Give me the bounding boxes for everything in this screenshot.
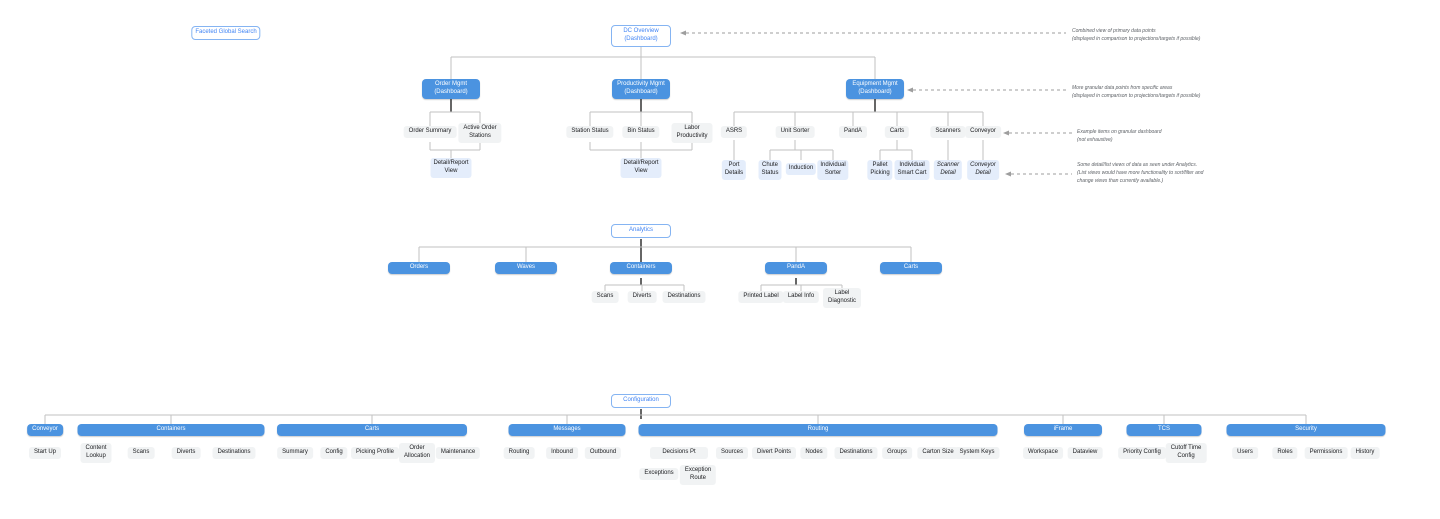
node-exception-route[interactable]: Exception Route (679, 465, 717, 485)
node-divert-points[interactable]: Divert Points (751, 447, 797, 459)
node-config-scans[interactable]: Scans (127, 447, 155, 459)
node-productivity-mgmt-dashboard[interactable]: Productivity Mgmt (Dashboard) (612, 79, 670, 99)
node-config-destinations[interactable]: Destinations (212, 447, 256, 459)
node-order-summary[interactable]: Order Summary (403, 126, 457, 138)
node-maintenance[interactable]: Maintenance (435, 447, 481, 459)
node-config-iframe[interactable]: iFrame (1024, 424, 1102, 436)
node-picking-profile[interactable]: Picking Profile (350, 447, 400, 459)
node-config-containers[interactable]: Containers (77, 424, 265, 436)
node-panda-equipment[interactable]: PandA (838, 126, 868, 138)
node-individual-sorter[interactable]: Individual Sorter (817, 160, 849, 180)
node-active-order-stations[interactable]: Active Order Stations (458, 123, 502, 143)
node-outbound[interactable]: Outbound (584, 447, 622, 459)
node-dc-overview-dashboard[interactable]: DC Overview (Dashboard) (611, 25, 671, 47)
node-permissions[interactable]: Permissions (1304, 447, 1348, 459)
node-labor-productivity[interactable]: Labor Productivity (671, 123, 713, 143)
node-history[interactable]: History (1350, 447, 1380, 459)
node-system-keys[interactable]: System Keys (954, 447, 1000, 459)
node-chute-status[interactable]: Chute Status (758, 160, 782, 180)
node-config-carts[interactable]: Carts (277, 424, 467, 436)
node-content-lookup[interactable]: Content Lookup (80, 443, 112, 463)
node-label-info[interactable]: Label Info (782, 291, 820, 303)
node-dataview[interactable]: Dataview (1067, 447, 1103, 459)
node-unit-sorter[interactable]: Unit Sorter (775, 126, 815, 138)
node-analytics[interactable]: Analytics (611, 224, 671, 238)
node-routing-destinations[interactable]: Destinations (834, 447, 878, 459)
annotation-combined-view: Combined view of primary data points (di… (1072, 28, 1201, 42)
node-users[interactable]: Users (1232, 447, 1258, 459)
node-messages-routing[interactable]: Routing (503, 447, 535, 459)
annotation-granular-points: More granular data points from specific … (1072, 85, 1201, 99)
node-groups[interactable]: Groups (882, 447, 912, 459)
node-config-diverts[interactable]: Diverts (171, 447, 201, 459)
node-exceptions[interactable]: Exceptions (639, 468, 679, 480)
node-workspace[interactable]: Workspace (1023, 447, 1063, 459)
node-inbound[interactable]: Inbound (546, 447, 578, 459)
node-asrs[interactable]: ASRS (720, 126, 748, 138)
node-priority-config[interactable]: Priority Config (1118, 447, 1166, 459)
node-carton-size[interactable]: Carton Size (917, 447, 959, 459)
node-pallet-picking[interactable]: Pallet Picking (867, 160, 893, 180)
node-sources[interactable]: Sources (715, 447, 749, 459)
node-config-routing[interactable]: Routing (638, 424, 998, 436)
node-config-security[interactable]: Security (1226, 424, 1386, 436)
node-cutoff-time-config[interactable]: Cutoff Time Config (1165, 443, 1207, 463)
node-config-tcs[interactable]: TCS (1126, 424, 1202, 436)
node-label-diagnostic[interactable]: Label Diagnostic (822, 288, 862, 308)
node-order-mgmt-dashboard[interactable]: Order Mgmt (Dashboard) (422, 79, 480, 99)
node-scanner-detail[interactable]: Scanner Detail (933, 160, 963, 180)
node-individual-smart-cart[interactable]: Individual Smart Cart (894, 160, 930, 180)
node-analytics-scans[interactable]: Scans (591, 291, 619, 303)
node-config-conveyor[interactable]: Conveyor (27, 424, 63, 436)
node-port-details[interactable]: Port Details (721, 160, 747, 180)
node-analytics-orders[interactable]: Orders (388, 262, 450, 274)
node-configuration[interactable]: Configuration (611, 394, 671, 408)
node-analytics-destinations[interactable]: Destinations (662, 291, 706, 303)
node-analytics-waves[interactable]: Waves (495, 262, 557, 274)
node-roles[interactable]: Roles (1272, 447, 1298, 459)
node-equipment-mgmt-dashboard[interactable]: Equipment Mgmt (Dashboard) (846, 79, 904, 99)
node-analytics-diverts[interactable]: Diverts (627, 291, 657, 303)
annotation-detail-views: Some detail/list views of data as seen u… (1077, 162, 1204, 184)
node-carts-config[interactable]: Config (320, 447, 348, 459)
node-induction[interactable]: Induction (785, 163, 817, 175)
node-faceted-global-search[interactable]: Faceted Global Search (191, 26, 261, 40)
node-start-up[interactable]: Start Up (28, 447, 62, 459)
node-order-allocation[interactable]: Order Allocation (398, 443, 436, 463)
node-order-detail-report-view[interactable]: Detail/Report View (430, 158, 472, 178)
node-productivity-detail-report-view[interactable]: Detail/Report View (620, 158, 662, 178)
node-decisions-pt[interactable]: Decisions Pt (650, 447, 708, 459)
annotation-example-items: Example items on granular dashboard (not… (1077, 129, 1162, 143)
node-conveyor-detail[interactable]: Conveyor Detail (967, 160, 999, 180)
node-carts-summary[interactable]: Summary (277, 447, 313, 459)
node-analytics-panda[interactable]: PandA (765, 262, 827, 274)
node-scanners[interactable]: Scanners (930, 126, 966, 138)
node-config-messages[interactable]: Messages (508, 424, 626, 436)
node-nodes[interactable]: Nodes (800, 447, 828, 459)
node-station-status[interactable]: Station Status (566, 126, 614, 138)
node-printed-label[interactable]: Printed Label (738, 291, 784, 303)
node-analytics-containers[interactable]: Containers (610, 262, 672, 274)
node-carts-equipment[interactable]: Carts (884, 126, 910, 138)
node-bin-status[interactable]: Bin Status (622, 126, 660, 138)
node-analytics-carts[interactable]: Carts (880, 262, 942, 274)
node-conveyor-equipment[interactable]: Conveyor (965, 126, 1001, 138)
